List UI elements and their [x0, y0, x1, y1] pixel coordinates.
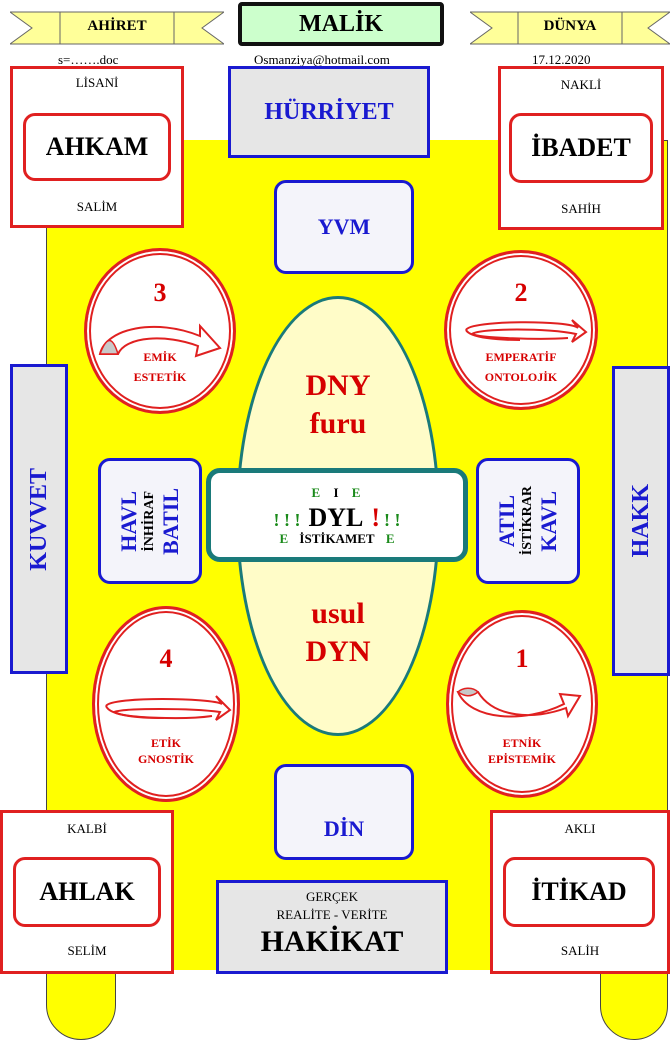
oval-top-right-line1: EMPERATİF [485, 350, 557, 364]
center-box-marks-left: ! ! ! [273, 510, 301, 530]
email: Osmanziya@hotmail.com [254, 52, 390, 67]
curved-arrow-icon [456, 687, 582, 719]
corner-top-right-bottom: SAHİH [561, 201, 601, 216]
right-banner-label: DÜNYA [543, 17, 597, 34]
oval-bottom-right-line1: ETNİK [502, 736, 542, 750]
center-box-main: DYL [308, 503, 364, 532]
corner-bottom-left-main: AHLAK [13, 857, 161, 927]
left-inner-col3: BATIL [158, 487, 183, 555]
oval-top-left-number: 3 [153, 278, 167, 307]
corner-top-left-bottom: SALİM [76, 199, 118, 214]
oval-top-left-line2: ESTETİK [133, 370, 187, 384]
center-box: E I E ! ! ! DYL ! ! ! E İSTİKAMET E [206, 468, 468, 562]
left-banner [10, 11, 224, 45]
oval-bottom-left-number: 4 [159, 644, 173, 673]
left-inner-col2: İNHİRAF [142, 490, 157, 552]
center-oval-top-line1: DNY [305, 369, 371, 402]
din-box: DİN [274, 764, 414, 860]
center-box-marks-right: ! ! [384, 510, 401, 530]
curved-arrow-icon [98, 323, 222, 358]
corner-top-left: LİSANİ AHKAM SALİM [10, 66, 184, 228]
oval-top-right-number: 2 [514, 278, 528, 307]
center-oval-top-line2: furu [309, 407, 367, 440]
corner-bottom-right-main: İTİKAD [503, 857, 655, 927]
loop-arrow-icon [465, 319, 588, 343]
side-left-label: KUVVET [25, 467, 52, 571]
center-box-e4: E [385, 531, 395, 546]
corner-bottom-right: AKLI İTİKAD SALİH [490, 810, 670, 974]
center-oval-bottom-line2: DYN [305, 635, 371, 668]
corner-bottom-right-bottom: SALİH [560, 943, 600, 958]
bottom-box-line2: REALİTE - VERİTE [276, 907, 388, 922]
page-title: MALİK [238, 2, 444, 46]
oval-bottom-left [92, 606, 240, 802]
corner-bottom-left: KALBİ AHLAK SELİM [0, 810, 174, 974]
file-note: s=…….doc [58, 52, 119, 67]
center-box-i: I [333, 485, 341, 500]
date: 17.12.2020 [532, 52, 591, 67]
corner-bottom-left-bottom: SELİM [67, 943, 107, 958]
corner-bottom-left-top: KALBİ [67, 821, 107, 836]
top-box: HÜRRİYET [228, 66, 430, 158]
corner-top-left-top: LİSANİ [75, 75, 119, 90]
center-box-e2: E [351, 485, 363, 500]
oval-bottom-left-line1: ETİK [150, 736, 181, 750]
left-inner-col1: HAVL [116, 490, 141, 552]
corner-bottom-right-top: AKLI [564, 821, 596, 836]
left-banner-label: AHİRET [87, 17, 147, 34]
bottom-box: GERÇEK REALİTE - VERİTE HAKİKAT [216, 880, 448, 974]
center-oval-bottom-line1: usul [311, 597, 365, 630]
oval-top-left-line1: EMİK [143, 350, 177, 364]
oval-bottom-left-line2: GNOSTİK [137, 752, 194, 766]
corner-top-right-top: NAKLİ [560, 77, 602, 92]
center-box-mark-big: ! [371, 503, 381, 532]
corner-top-right: NAKLİ İBADET SAHİH [498, 66, 664, 230]
right-banner [470, 11, 670, 45]
center-box-istikamet: İSTİKAMET [299, 531, 375, 546]
right-inner-col2: İSTİKRAR [520, 486, 535, 556]
center-box-e3: E [279, 531, 289, 546]
loop-arrow-icon [105, 695, 232, 721]
side-left-box: KUVVET [10, 364, 68, 674]
oval-top-right-line2: ONTOLOJİK [484, 370, 558, 384]
side-right-label: HAKK [627, 484, 654, 558]
right-inner-box: ATIL İSTİKRAR KAVL [476, 458, 580, 584]
left-inner-box: HAVL İNHİRAF BATIL [98, 458, 202, 584]
yvm-box: YVM [274, 180, 414, 274]
right-inner-col3: KAVL [536, 490, 561, 552]
bottom-box-line1: GERÇEK [306, 889, 358, 904]
side-right-box: HAKK [612, 366, 670, 676]
corner-top-right-main: İBADET [509, 113, 653, 183]
right-inner-col1: ATIL [494, 494, 519, 548]
oval-bottom-right-line2: EPİSTEMİK [487, 752, 556, 766]
bottom-box-main: HAKİKAT [260, 925, 404, 958]
center-box-e1: E [311, 485, 323, 500]
oval-bottom-right-number: 1 [515, 644, 529, 673]
corner-top-left-main: AHKAM [23, 113, 171, 181]
